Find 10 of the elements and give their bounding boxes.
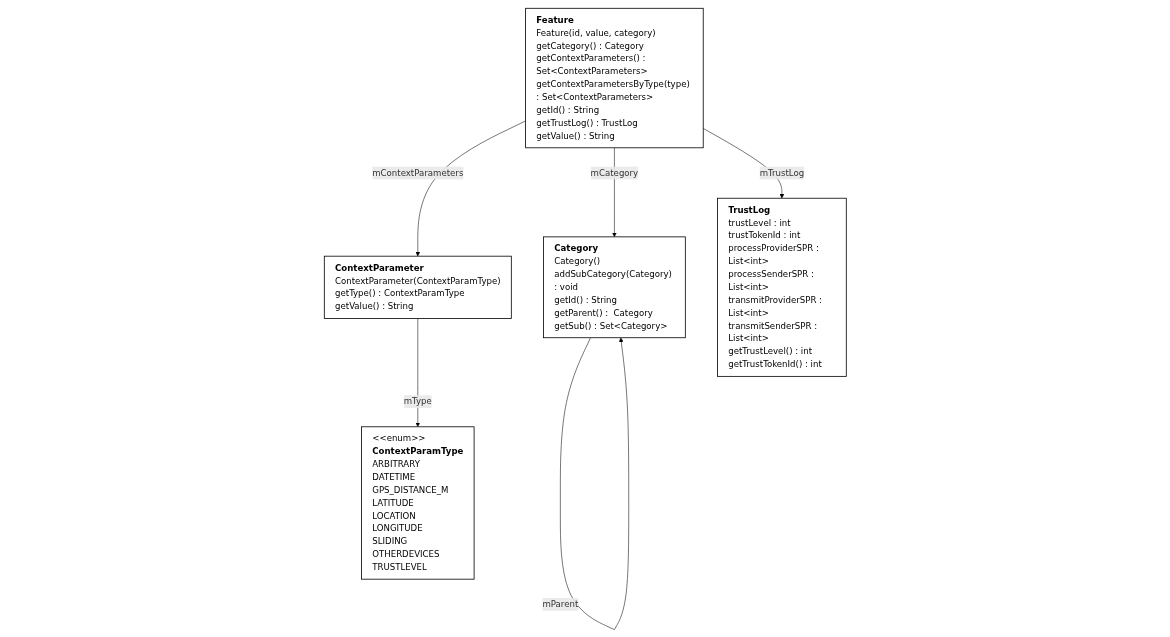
node-box: Category Category() addSubCategory(Category) : void getId() : String getParent() : Category getSub() : Set<Category> <box>542 235 686 338</box>
edge-label: mTrustLog <box>759 167 804 178</box>
edge-label: mCategory <box>590 167 638 178</box>
node-box: Feature Feature(id, value, category) getCategory() : Category getContextParameters() : Set<ContextParameters> getContextParametersByType(type) : Set<ContextParameters> getId() : String getTrustLog() : TrustLog getValue() : String <box>524 7 704 148</box>
node-box: <<enum>> ContextParamType ARBITRARY DATETIME GPS_DISTANCE_M LATITUDE LOCATION LONGITUDE SLIDING OTHERDEVICES TRUSTLEVEL <box>360 425 475 580</box>
edge-label: mType <box>403 395 432 406</box>
node-box: ContextParameter ContextParameter(ContextParamType) getType() : ContextParamType getValue() : String <box>323 255 512 319</box>
node-box: TrustLog trustLevel : int trustTokenId : int processProviderSPR : List<int> processSenderSPR : List<int> transmitProviderSPR : List<int> transmitSenderSPR : List<int> getTrustLevel() : int getTrustTokenId() : int <box>716 197 847 377</box>
edge-label: mParent <box>542 598 578 609</box>
edge-label: mContextParameters <box>371 167 464 178</box>
